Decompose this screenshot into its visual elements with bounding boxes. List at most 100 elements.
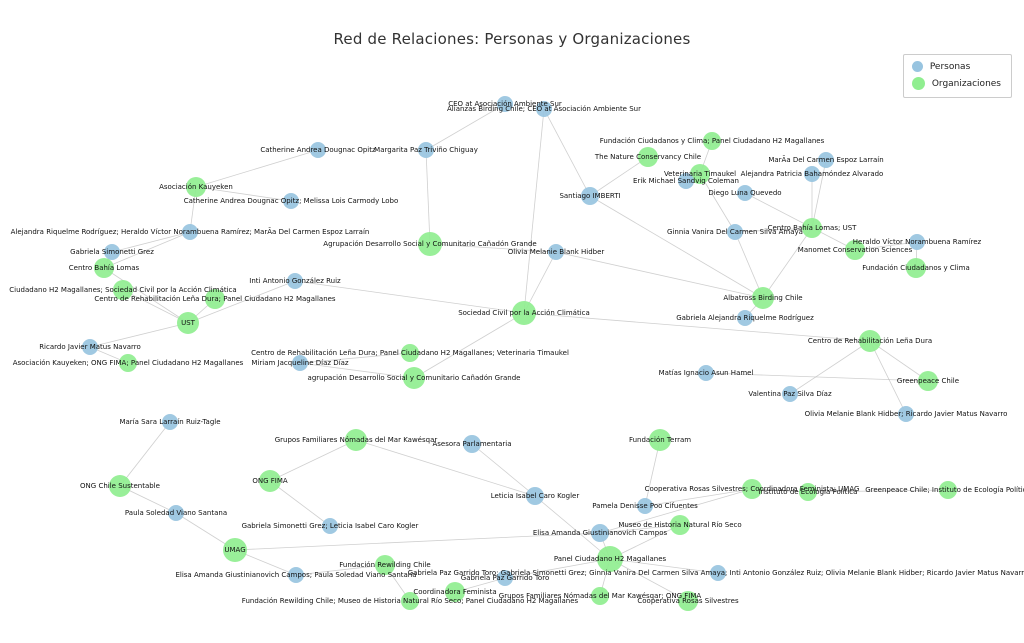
- graph-node-label-gp_iep: Greenpeace Chile; Instituto de Ecología …: [865, 486, 1024, 494]
- graph-node-veterinaria: [690, 164, 710, 184]
- graph-edge: [869, 340, 907, 415]
- graph-node-label-kauyeken: Asociación Kauyeken: [159, 183, 233, 191]
- graph-node-fcc_pch2: [703, 132, 721, 150]
- graph-node-label-ch2_scac: Ciudadano H2 Magallanes; Sociedad Civil …: [9, 286, 236, 294]
- graph-node-label-nomadas: Grupos Familiares Nómadas del Mar Kawésq…: [275, 436, 438, 444]
- graph-node-label-terram: Fundación Terram: [629, 436, 691, 444]
- graph-edge: [807, 489, 949, 493]
- graph-edge: [854, 241, 918, 251]
- graph-edge: [543, 108, 591, 197]
- graph-edge: [103, 231, 191, 269]
- graph-node-valentina: [782, 386, 798, 402]
- graph-node-label-manomet: Manomet Conservation Sciences: [798, 246, 913, 254]
- graph-node-label-crld_pch2: Centro de Rehabilitación Leña Dura; Pane…: [94, 295, 336, 303]
- graph-edge: [471, 443, 536, 497]
- graph-node-crld: [859, 330, 881, 352]
- graph-edge: [609, 558, 689, 602]
- graph-node-label-umag: UMAG: [224, 546, 245, 554]
- graph-edge: [122, 289, 189, 324]
- graph-node-diego: [737, 185, 753, 201]
- graph-node-leticia: [526, 487, 544, 505]
- graph-edge: [555, 251, 764, 299]
- graph-node-label-museo: Museo de Historia Natural Río Seco: [618, 521, 741, 529]
- graph-edge: [589, 195, 764, 299]
- graph-edge: [644, 488, 753, 507]
- graph-edge: [869, 340, 929, 382]
- graph-edge: [425, 149, 431, 245]
- graph-node-gabriela_riq: [737, 310, 753, 326]
- graph-node-big_list: [710, 565, 726, 581]
- graph-node-maria_espoz: [818, 152, 834, 168]
- graph-node-elisa: [591, 524, 609, 542]
- page-title: Red de Relaciones: Personas y Organizaci…: [333, 30, 691, 48]
- graph-edge: [599, 488, 753, 534]
- graph-node-rewilding: [375, 555, 395, 575]
- graph-edge: [734, 227, 813, 233]
- graph-node-label-centro_bahia: Centro Bahía Lomas: [69, 264, 140, 272]
- graph-edge: [504, 558, 611, 579]
- graph-node-matias: [698, 365, 714, 381]
- graph-node-label-agrupacion2: agrupación Desarrollo Social y Comunitar…: [308, 374, 521, 382]
- graph-node-label-leticia: Leticia Isabel Caro Kogler: [491, 492, 580, 500]
- graph-node-ch2_scac: [113, 280, 133, 300]
- person-node-icon: [911, 61, 923, 72]
- graph-edge: [299, 352, 411, 364]
- graph-edge: [644, 439, 661, 507]
- graph-node-label-alianzas_ceo: Alianzas Birding Chile; CEO at Asociació…: [447, 105, 641, 113]
- graph-edge: [811, 159, 827, 229]
- graph-node-ust: [177, 312, 199, 334]
- graph-edge: [413, 312, 525, 379]
- graph-node-gabriela_simonetti: [104, 244, 120, 260]
- graph-edge: [269, 480, 331, 527]
- graph-node-nomadas: [345, 429, 367, 451]
- graph-node-label-rosas_coord_umag: Cooperativa Rosas Silvestres; Coordinado…: [645, 485, 860, 493]
- graph-edge: [534, 495, 611, 560]
- graph-node-label-rewilding: Fundación Rewilding Chile: [339, 561, 430, 569]
- graph-node-manomet: [845, 240, 865, 260]
- graph-edge: [111, 231, 191, 253]
- graph-node-label-maria_sara: María Sara Larraín Ruiz-Tagle: [119, 418, 220, 426]
- graph-node-label-alejandra_heraldo_maria: Alejandra Riquelme Rodríguez; Heraldo Ví…: [11, 227, 370, 236]
- graph-node-label-cbl_ust: Centro Bahía Lomas; UST: [768, 224, 858, 232]
- graph-node-umag: [223, 538, 247, 562]
- graph-node-label-greenpeace: Greenpeace Chile: [897, 377, 959, 385]
- legend-label-personas: Personas: [929, 61, 971, 72]
- graph-node-pch2: [597, 546, 623, 572]
- graph-node-kauyeken: [186, 177, 206, 197]
- graph-edge: [425, 103, 506, 151]
- graph-node-margarita: [418, 142, 434, 158]
- graph-edge: [589, 156, 649, 197]
- graph-node-label-olivia: Olivia Melanie Blank Hidber: [508, 248, 605, 256]
- graph-node-label-pamela: Pamela Denisse Poo Cifuentes: [592, 502, 698, 510]
- graph-edge: [523, 312, 871, 342]
- graph-node-label-iep: Instituto de Ecología Política: [759, 488, 858, 496]
- graph-node-alejandra_heraldo_maria: [182, 224, 198, 240]
- graph-node-label-tnc: The Nature Conservancy Chile: [594, 153, 701, 161]
- graph-node-ginnia: [727, 224, 743, 240]
- legend-item-personas: Personas: [911, 61, 1001, 72]
- graph-node-heraldo: [909, 234, 925, 250]
- graph-node-label-asesora: Asesora Parlamentaria: [432, 440, 511, 448]
- graph-node-label-ceo_ambiente: CEO at Asociación Ambiente Sur: [448, 100, 562, 108]
- graph-node-asesora: [463, 435, 481, 453]
- graph-node-albatross: [752, 287, 774, 309]
- graph-node-label-gabriela_simonetti: Gabriela Simonetti Grez: [70, 248, 154, 256]
- graph-node-label-pch2: Panel Ciudadano H2 Magallanes: [554, 555, 667, 563]
- graph-node-gp_iep: [939, 481, 957, 499]
- graph-node-ricardo: [82, 339, 98, 355]
- graph-node-gab_garrido: [497, 570, 513, 586]
- graph-node-santiago: [581, 187, 599, 205]
- graph-node-rewilding_museo_pch2: [401, 592, 419, 610]
- graph-node-label-rosas: Cooperativa Rosas Silvestres: [637, 597, 739, 605]
- graph-node-chile_sust: [109, 475, 131, 497]
- graph-node-elisa_paula: [288, 567, 304, 583]
- graph-node-scac: [512, 301, 536, 325]
- graph-node-erik: [678, 173, 694, 189]
- graph-node-label-elisa_paula: Elisa Amanda Giustinianovich Campos; Pau…: [175, 571, 416, 579]
- graph-node-label-ust: UST: [181, 319, 196, 327]
- graph-node-tnc: [638, 147, 658, 167]
- graph-node-museo: [670, 515, 690, 535]
- graph-node-inti: [287, 273, 303, 289]
- graph-node-label-fcc: Fundación Ciudadanos y Clima: [862, 264, 970, 272]
- graph-edge: [269, 439, 357, 482]
